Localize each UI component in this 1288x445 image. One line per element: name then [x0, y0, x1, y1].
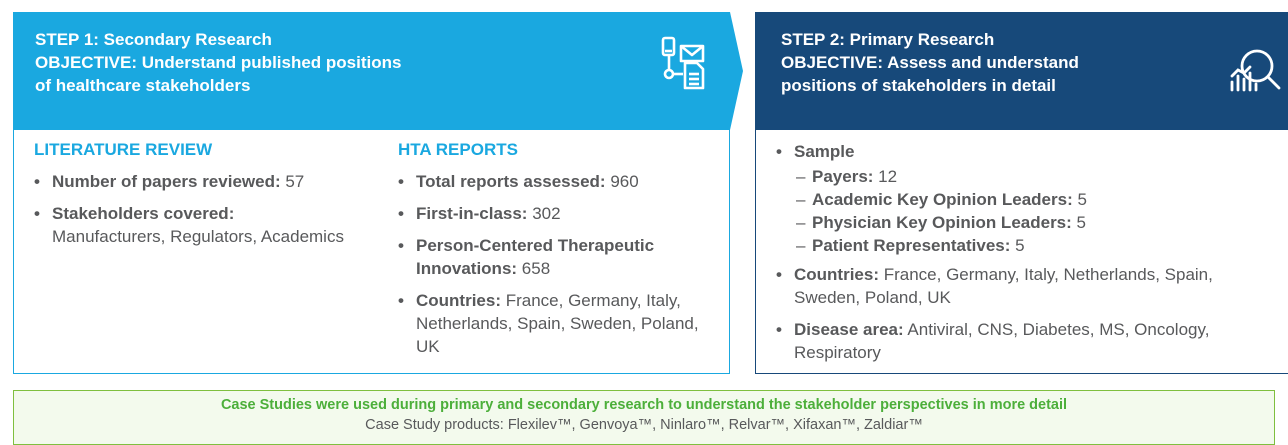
- step1-header: STEP 1: Secondary Research OBJECTIVE: Un…: [13, 12, 743, 130]
- list-item: Countries: France, Germany, Italy, Nethe…: [398, 289, 718, 358]
- document-network-icon: [661, 36, 705, 90]
- sample-item: Academic Key Opinion Leaders: 5: [794, 188, 1276, 211]
- sample-item: Payers: 12: [794, 165, 1276, 188]
- step1-objective: OBJECTIVE: Understand published position…: [35, 53, 402, 72]
- chart-magnifier-icon: [1230, 49, 1281, 92]
- case-studies-box: Case Studies were used during primary an…: [13, 390, 1275, 445]
- primary-research-list: Sample Payers: 12 Academic Key Opinion L…: [776, 140, 1276, 373]
- literature-review-list: Number of papers reviewed: 57 Stakeholde…: [34, 170, 354, 257]
- step2-header: STEP 2: Primary Research OBJECTIVE: Asse…: [755, 12, 1288, 130]
- step1-content-box: LITERATURE REVIEW Number of papers revie…: [13, 130, 730, 374]
- step1-title: STEP 1: Secondary Research OBJECTIVE: Un…: [35, 28, 401, 97]
- list-item: Stakeholders covered:Manufacturers, Regu…: [34, 202, 354, 248]
- list-item: Person-Centered Therapeutic Innovations:…: [398, 234, 718, 280]
- list-item: Disease area: Antiviral, CNS, Diabetes, …: [776, 318, 1276, 364]
- hta-reports-title: HTA REPORTS: [398, 140, 518, 159]
- step1-heading: STEP 1: Secondary Research: [35, 30, 272, 49]
- list-item: First-in-class: 302: [398, 202, 718, 225]
- step1-chevron: [13, 12, 743, 130]
- sample-item: Physician Key Opinion Leaders: 5: [794, 211, 1276, 234]
- sample-item: Patient Representatives: 5: [794, 234, 1276, 257]
- case-studies-products: Case Study products: Flexilev™, Genvoya™…: [365, 417, 923, 433]
- step2-title: STEP 2: Primary Research OBJECTIVE: Asse…: [781, 28, 1079, 97]
- list-item: Countries: France, Germany, Italy, Nethe…: [776, 263, 1276, 309]
- case-studies-title: Case Studies were used during primary an…: [220, 397, 1068, 413]
- step1-objective-cont: of healthcare stakeholders: [35, 76, 251, 95]
- list-item: Sample Payers: 12 Academic Key Opinion L…: [776, 140, 1276, 257]
- list-item: Number of papers reviewed: 57: [34, 170, 354, 193]
- step2-objective: OBJECTIVE: Assess and understand: [781, 53, 1079, 72]
- step2-content-box: Sample Payers: 12 Academic Key Opinion L…: [755, 130, 1288, 374]
- list-item: Total reports assessed: 960: [398, 170, 718, 193]
- literature-review-title: LITERATURE REVIEW: [34, 140, 213, 159]
- step2-objective-cont: positions of stakeholders in detail: [781, 76, 1056, 95]
- hta-reports-list: Total reports assessed: 960 First-in-cla…: [398, 170, 718, 367]
- sample-list: Payers: 12 Academic Key Opinion Leaders:…: [794, 165, 1276, 257]
- step2-heading: STEP 2: Primary Research: [781, 30, 995, 49]
